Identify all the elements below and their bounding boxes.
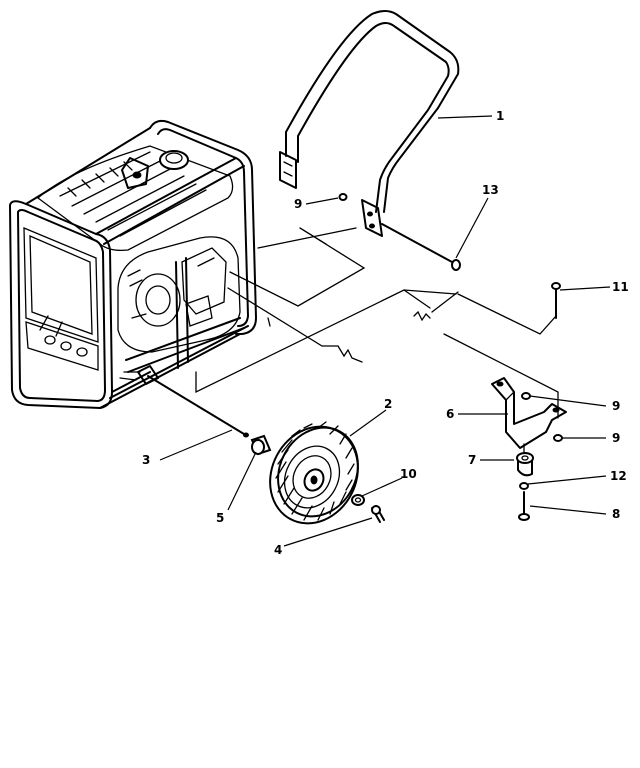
callout-4: 4: [274, 543, 282, 557]
leader-5: [227, 451, 257, 511]
axle-part-3: [147, 375, 249, 438]
rubber-mount-part-7: [516, 443, 534, 477]
callout-5: 5: [216, 511, 224, 525]
leader-10: [361, 477, 403, 497]
spacer-part-5: [250, 434, 272, 456]
callout-1: 1: [496, 109, 504, 123]
washer-part-10: [351, 494, 365, 506]
foot-bracket-part-6: [491, 377, 567, 449]
washer-part-12: [519, 482, 529, 490]
leader-12: [527, 475, 607, 485]
callout-8: 8: [612, 507, 620, 521]
nut-9-foot-upper: [521, 392, 531, 400]
leader-9a: [305, 197, 339, 205]
bolt-part-8: [518, 491, 530, 521]
nut-9-foot-lower: [553, 434, 563, 442]
callout-9-foot-upper: 9: [612, 399, 620, 413]
leader-9b: [529, 395, 607, 407]
callout-10: 10: [400, 467, 417, 481]
wheel-part-2: [269, 421, 359, 525]
leader-3: [159, 429, 233, 461]
callout-7: 7: [468, 453, 476, 467]
leader-4: [283, 517, 373, 547]
generator-assembly: [9, 119, 257, 409]
callout-11: 11: [612, 280, 629, 294]
callout-2: 2: [384, 397, 392, 411]
callout-6: 6: [446, 407, 454, 421]
callout-3: 3: [142, 453, 150, 467]
nut-9-handle: [338, 193, 348, 201]
bolt-part-11: [551, 282, 561, 319]
handle-hardware: [338, 193, 461, 271]
callout-labels: 1 2 3 4 5 6 7 8 9 9 9 10 11 12 13: [142, 109, 629, 557]
leader-11: [559, 286, 611, 291]
leader-1: [437, 115, 493, 119]
leader-8: [529, 505, 607, 515]
handle-part-1: [279, 10, 460, 237]
callout-9-handle: 9: [294, 197, 302, 211]
cotter-pin-part-4: [371, 505, 385, 523]
location-lines: [195, 227, 559, 419]
leader-lines: [159, 115, 611, 547]
screw-13: [381, 223, 453, 263]
callout-9-foot-lower: 9: [612, 431, 620, 445]
leader-2: [349, 409, 387, 437]
callout-13: 13: [482, 183, 499, 197]
callout-12: 12: [610, 469, 627, 483]
leader-13: [455, 197, 489, 259]
